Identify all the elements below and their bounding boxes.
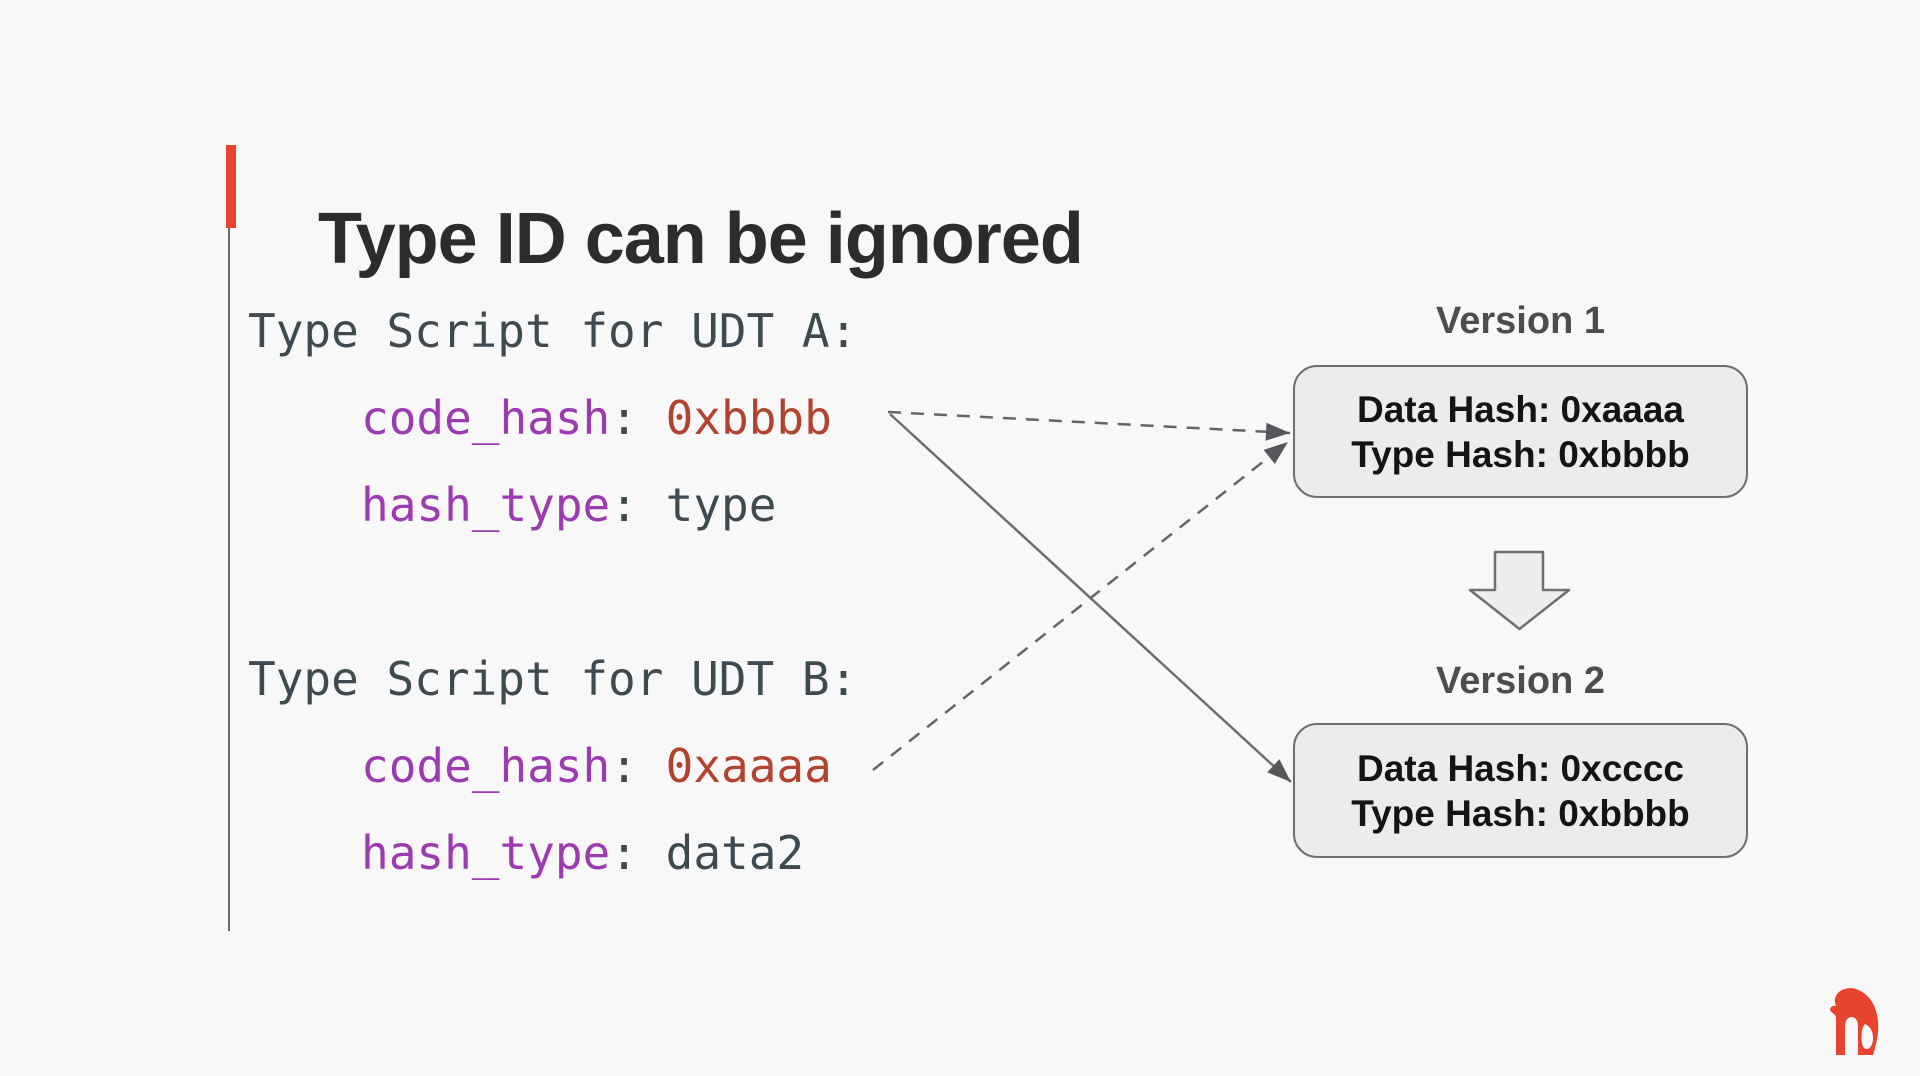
version-2-type-hash: Type Hash: 0xbbbb <box>1351 792 1690 834</box>
udt-a-hash-type-line: hash_type: type <box>248 462 1008 549</box>
version-2-label: Version 2 <box>1436 660 1605 702</box>
type-script-udt-a: Type Script for UDT A: code_hash: 0xbbbb… <box>248 288 1008 549</box>
version-1-type-hash: Type Hash: 0xbbbb <box>1351 433 1690 475</box>
version-transition-block-arrow-icon <box>1468 550 1571 631</box>
slide-title: Type ID can be ignored <box>318 199 1084 280</box>
udt-a-code-hash-sep: : <box>610 391 666 445</box>
vertical-guide-line <box>228 228 230 931</box>
udt-a-code-hash-value: 0xbbbb <box>665 391 832 445</box>
gorilla-logo-icon <box>1830 988 1879 1055</box>
udt-b-hash-type-sep: : <box>610 826 666 880</box>
version-1-data-hash: Data Hash: 0xaaaa <box>1356 388 1685 430</box>
udt-a-hash-type-key: hash_type <box>361 478 611 532</box>
udt-b-code-hash-sep: : <box>610 739 666 793</box>
udt-b-hash-type-line: hash_type: data2 <box>248 810 1008 897</box>
udt-b-header: Type Script for UDT B: <box>248 636 1008 723</box>
udt-a-hash-type-sep: : <box>610 478 666 532</box>
version-1-label: Version 1 <box>1436 300 1605 342</box>
udt-b-code-hash-value: 0xaaaa <box>665 739 832 793</box>
version-2-box: Data Hash: 0xcccc Type Hash: 0xbbbb <box>1293 723 1748 858</box>
version-1-box: Data Hash: 0xaaaa Type Hash: 0xbbbb <box>1293 365 1748 498</box>
udt-a-header: Type Script for UDT A: <box>248 288 1008 375</box>
udt-b-hash-type-value: data2 <box>665 826 805 880</box>
gorilla-leg-cutout <box>1861 1024 1873 1049</box>
udt-b-hash-type-key: hash_type <box>361 826 611 880</box>
udt-a-code-hash-key: code_hash <box>361 391 611 445</box>
version-2-data-hash: Data Hash: 0xcccc <box>1356 747 1685 789</box>
udt-b-header-text: Type Script for UDT B: <box>248 652 858 706</box>
gorilla-arm-cutout <box>1845 1017 1858 1055</box>
arrow-udtB-codehash-to-version1 <box>872 441 1289 771</box>
udt-a-hash-type-value: type <box>665 478 777 532</box>
udt-b-code-hash-line: code_hash: 0xaaaa <box>248 723 1008 810</box>
udt-a-code-hash-line: code_hash: 0xbbbb <box>248 375 1008 462</box>
title-accent-bar <box>226 145 236 228</box>
type-script-udt-b: Type Script for UDT B: code_hash: 0xaaaa… <box>248 636 1008 897</box>
udt-a-header-text: Type Script for UDT A: <box>248 304 858 358</box>
udt-b-code-hash-key: code_hash <box>361 739 611 793</box>
